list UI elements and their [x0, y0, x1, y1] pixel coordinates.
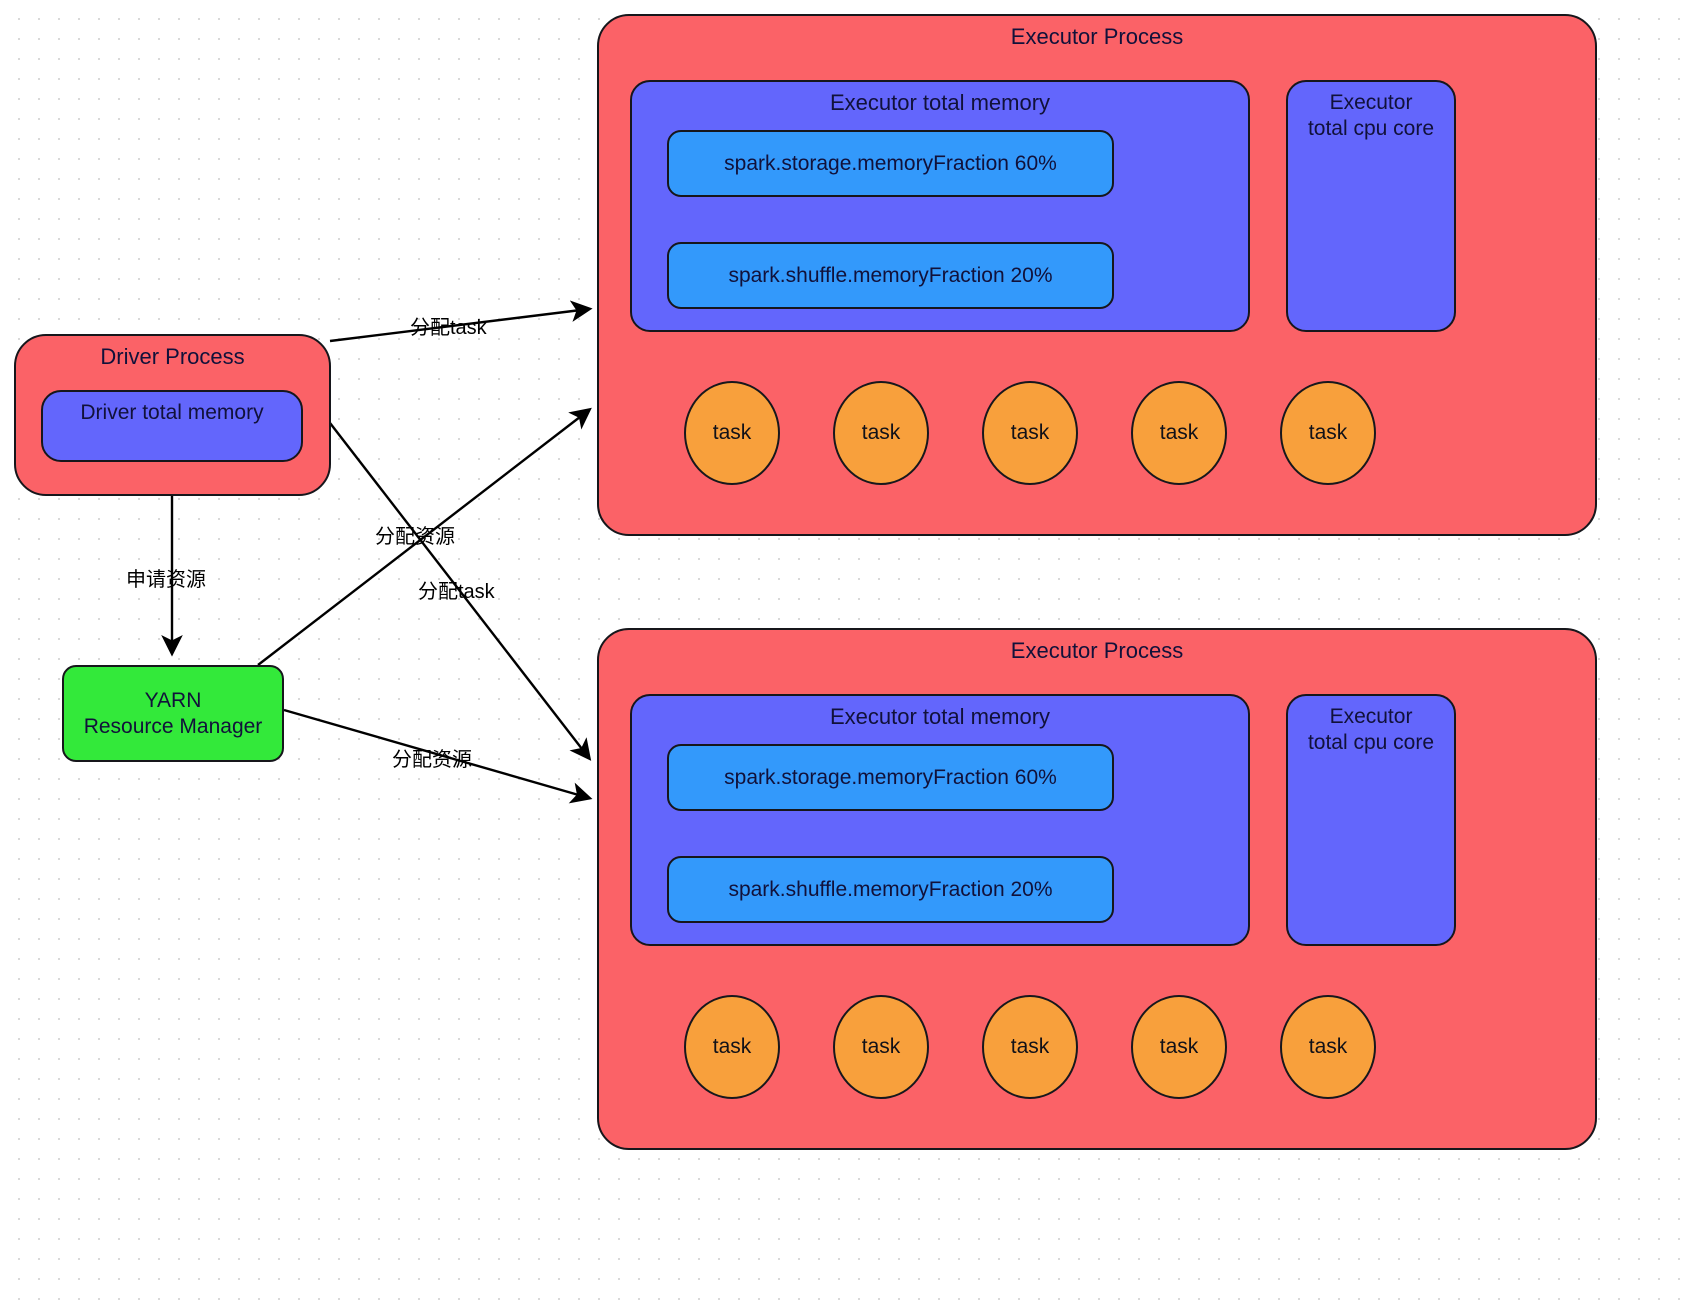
task-label: task	[1159, 1035, 1199, 1058]
task-label: task	[861, 1035, 901, 1058]
executor-1-task-1[interactable]: task	[684, 381, 780, 485]
driver-total-memory-box[interactable]: Driver total memory	[41, 390, 303, 462]
driver-total-memory-label: Driver total memory	[80, 401, 264, 424]
executor-2-task-4[interactable]: task	[1131, 995, 1227, 1099]
executor-process-2-title: Executor Process	[1010, 638, 1184, 663]
task-label: task	[712, 421, 752, 444]
executor-1-shuffle-fraction-label: spark.shuffle.memoryFraction 20%	[728, 263, 1053, 287]
executor-2-task-5[interactable]: task	[1280, 995, 1376, 1099]
canvas-left-margin	[0, 0, 9, 1306]
executor-2-shuffle-fraction-box[interactable]: spark.shuffle.memoryFraction 20%	[667, 856, 1114, 923]
task-label: task	[861, 421, 901, 444]
executor-2-cpu-core-box[interactable]: Executor total cpu core	[1286, 694, 1456, 946]
task-label: task	[1010, 421, 1050, 444]
edge-label-yarn-to-exec1-resource: 分配资源	[375, 526, 455, 548]
executor-1-task-5[interactable]: task	[1280, 381, 1376, 485]
executor-1-total-memory-title: Executor total memory	[829, 90, 1051, 115]
executor-2-task-3[interactable]: task	[982, 995, 1078, 1099]
executor-process-1-title: Executor Process	[1010, 24, 1184, 49]
task-label: task	[1308, 421, 1348, 444]
executor-1-cpu-core-label: Executor total cpu core	[1307, 91, 1435, 140]
executor-2-total-memory-title: Executor total memory	[829, 704, 1051, 729]
executor-1-task-4[interactable]: task	[1131, 381, 1227, 485]
executor-2-task-2[interactable]: task	[833, 995, 929, 1099]
executor-2-storage-fraction-label: spark.storage.memoryFraction 60%	[724, 765, 1057, 789]
executor-2-shuffle-fraction-label: spark.shuffle.memoryFraction 20%	[728, 877, 1053, 901]
executor-1-shuffle-fraction-box[interactable]: spark.shuffle.memoryFraction 20%	[667, 242, 1114, 309]
executor-2-storage-fraction-box[interactable]: spark.storage.memoryFraction 60%	[667, 744, 1114, 811]
executor-2-task-1[interactable]: task	[684, 995, 780, 1099]
edge-label-yarn-to-exec2-resource: 分配资源	[392, 749, 472, 771]
task-label: task	[1010, 1035, 1050, 1058]
executor-1-task-3[interactable]: task	[982, 381, 1078, 485]
executor-1-storage-fraction-box[interactable]: spark.storage.memoryFraction 60%	[667, 130, 1114, 197]
edge-label-driver-to-exec2-task: 分配task	[418, 581, 495, 603]
executor-1-task-2[interactable]: task	[833, 381, 929, 485]
driver-process-title: Driver Process	[100, 344, 245, 369]
executor-1-cpu-core-box[interactable]: Executor total cpu core	[1286, 80, 1456, 332]
executor-1-storage-fraction-label: spark.storage.memoryFraction 60%	[724, 151, 1057, 175]
edge-label-driver-to-yarn-request: 申请资源	[126, 569, 206, 591]
yarn-resource-manager-label: YARN Resource Manager	[83, 688, 263, 738]
task-label: task	[1159, 421, 1199, 444]
task-label: task	[1308, 1035, 1348, 1058]
task-label: task	[712, 1035, 752, 1058]
executor-2-cpu-core-label: Executor total cpu core	[1307, 705, 1435, 754]
yarn-resource-manager-box[interactable]: YARN Resource Manager	[62, 665, 284, 762]
edge-label-driver-to-exec1-task: 分配task	[410, 317, 487, 339]
